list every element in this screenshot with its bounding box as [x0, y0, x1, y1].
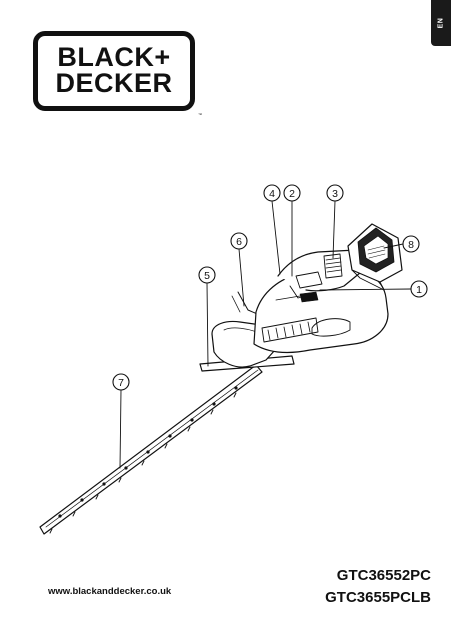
battery-pack	[347, 223, 403, 291]
callout-number-6: 6	[236, 236, 242, 248]
language-tab: EN	[431, 0, 451, 46]
callout-number-7: 7	[118, 377, 124, 389]
brand-logo-line1: BLACK+	[57, 42, 171, 73]
website-url: www.blackanddecker.co.uk	[48, 586, 172, 597]
callout-number-2: 2	[289, 188, 295, 200]
brand-logo: BLACK+ DECKER	[33, 31, 195, 111]
callout-number-8: 8	[408, 239, 414, 251]
brand-logo-line2: DECKER	[55, 68, 173, 98]
callout-number-1: 1	[416, 284, 422, 296]
callout-number-3: 3	[332, 188, 338, 200]
callout-number-4: 4	[269, 188, 275, 200]
callout-number-5: 5	[204, 270, 210, 282]
trademark-symbol: ™	[198, 112, 202, 117]
trimmer-blade	[39, 364, 263, 535]
trimmer-body	[253, 269, 389, 354]
model-number-2: GTC3655PCLB	[325, 589, 431, 606]
model-number-1: GTC36552PC	[336, 567, 431, 584]
